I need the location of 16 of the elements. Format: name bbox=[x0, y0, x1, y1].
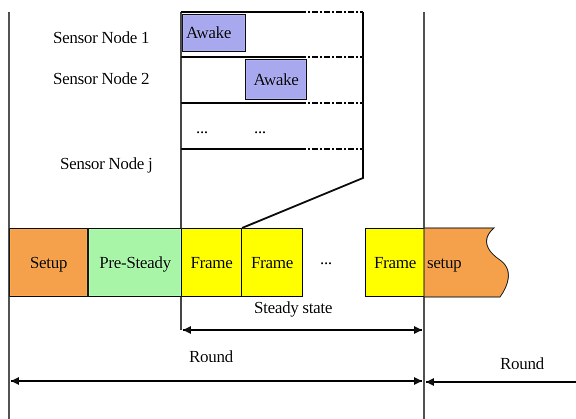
awake-slot: Awake bbox=[182, 14, 246, 52]
label-text: Sensor Node 2 bbox=[53, 69, 150, 89]
phase-block: Frame bbox=[181, 228, 242, 297]
label-text: Sensor Node 1 bbox=[53, 28, 150, 48]
phase-block: Frame bbox=[241, 228, 303, 297]
phase-block: Setup bbox=[9, 228, 88, 297]
label-text: Steady state bbox=[254, 298, 332, 318]
label-text: Round bbox=[500, 354, 544, 374]
phase-block: Pre-Steady bbox=[88, 228, 182, 297]
label-text: ... bbox=[196, 118, 208, 138]
label-text: ... bbox=[320, 249, 332, 269]
label-text: Sensor Node j bbox=[60, 154, 152, 174]
phase-block: Frame bbox=[365, 228, 425, 297]
awake-slot: Awake bbox=[245, 59, 307, 100]
label-text: ... bbox=[254, 118, 266, 138]
label-text: Round bbox=[189, 347, 233, 367]
